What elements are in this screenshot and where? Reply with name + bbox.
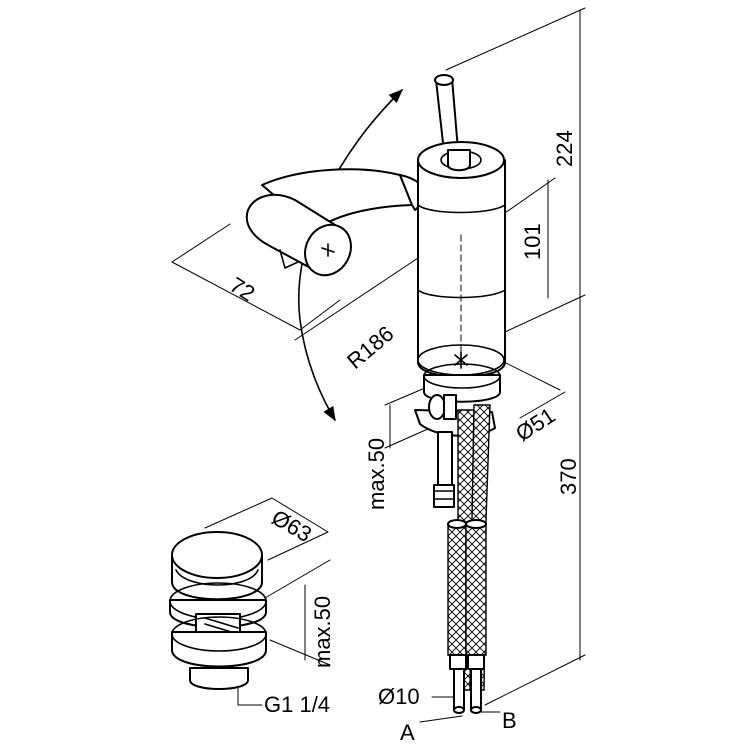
ext-line-63-right	[267, 531, 329, 561]
faucet-body	[417, 74, 506, 403]
ext-line-51	[499, 359, 561, 391]
lever-foot	[279, 249, 299, 269]
ext-line-wmax-bottom	[269, 639, 331, 666]
fitting-a	[449, 654, 467, 670]
base-ring-top	[423, 363, 501, 389]
faucet-lever	[245, 168, 429, 277]
dim-label-r186: R186	[342, 321, 398, 374]
dim-label-370: 370	[556, 458, 581, 495]
dim-label-waste-max50: max.50	[310, 596, 335, 668]
waste-cap-top	[171, 531, 263, 579]
dim-line-72	[171, 261, 301, 331]
hose-label-a: A	[400, 720, 415, 745]
dim-line-51	[519, 391, 566, 419]
ext-line-max50-top	[384, 387, 426, 406]
hose-label-b: B	[502, 708, 517, 733]
pipe-a	[453, 668, 465, 710]
lever-cross-icon	[321, 243, 335, 257]
waste-nut	[171, 631, 267, 668]
dim-label-101: 101	[520, 223, 545, 260]
dim-label-g114: G1 1/4	[264, 692, 330, 717]
popup-waste	[169, 531, 267, 690]
ext-line-deck	[504, 294, 586, 333]
waste-outlet	[189, 667, 249, 690]
spout-pin-top	[434, 74, 454, 86]
hose-a-lower	[447, 522, 467, 656]
ext-line-63-left	[204, 497, 273, 529]
ext-line-max50-bottom	[384, 427, 431, 449]
hose-b-collar	[465, 519, 487, 529]
stud-rod	[437, 431, 453, 493]
hose-a-collar	[447, 519, 467, 529]
waste-nut-top	[171, 616, 267, 652]
waste-cap-line	[175, 569, 259, 586]
stud-nut	[433, 484, 455, 508]
pipe-b-end	[470, 706, 482, 714]
dim-label-72: 72	[225, 272, 259, 306]
dim-label-max50: max.50	[364, 438, 389, 510]
dim-label-10: Ø10	[378, 684, 420, 709]
ext-line-72-right	[299, 299, 341, 331]
pipe-a-end	[453, 706, 465, 714]
spout-pin	[435, 77, 459, 153]
body-band-2	[417, 289, 506, 299]
pipe-b	[470, 668, 482, 710]
swing-arc	[298, 88, 404, 422]
spout-collar	[447, 149, 471, 172]
ext-line-top	[445, 7, 586, 71]
mounting-kit	[414, 394, 496, 714]
dimension-lines	[171, 7, 586, 723]
washer	[428, 394, 446, 420]
hose-b-lower	[465, 522, 487, 656]
threaded-stud	[443, 394, 457, 420]
fitting-b	[467, 654, 485, 670]
ext-line-72-left	[171, 223, 231, 263]
dim-label-51: Ø51	[511, 403, 559, 447]
ext-line-bottom	[484, 654, 586, 706]
leader-a	[419, 715, 463, 723]
dim-label-224: 224	[552, 130, 577, 167]
ext-line-wmax-top	[264, 559, 331, 599]
body-band-1	[417, 204, 506, 214]
dim-line-63	[271, 497, 329, 533]
